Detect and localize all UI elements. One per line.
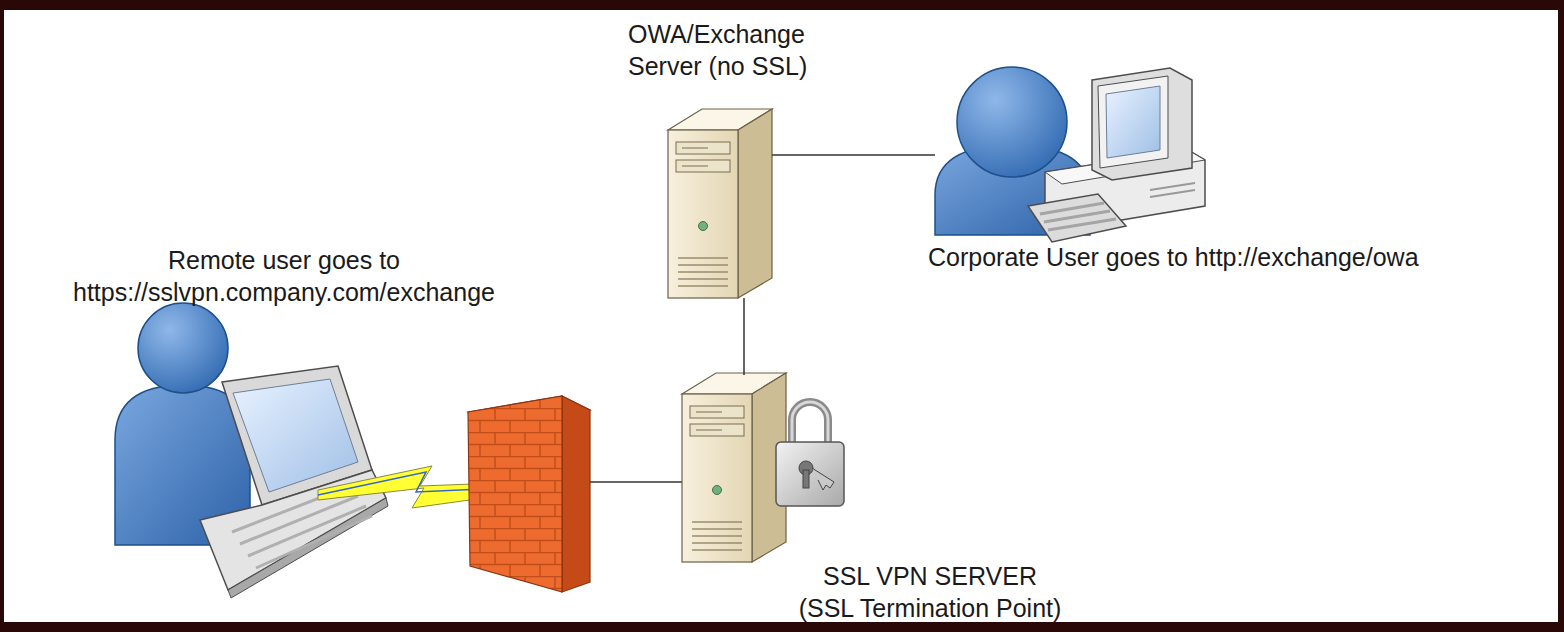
node-label: SSL VPN SERVER (SSL Termination Point) (795, 560, 1065, 624)
person-head (138, 303, 228, 393)
corporate-user: Corporate User goes to http://exchange/o… (935, 65, 1205, 202)
firewall (468, 396, 590, 592)
node-label: OWA/Exchange Server (no SSL) (628, 18, 828, 82)
vpn-server-node: SSL VPN SERVER (SSL Termination Point) (716, 375, 800, 560)
node-label: Remote user goes to https://sslvpn.compa… (6, 244, 562, 308)
network-link (772, 154, 935, 156)
server-node: OWA/Exchange Server (no SSL) (668, 108, 772, 298)
server-icon (682, 373, 786, 562)
network-wire (590, 481, 682, 483)
server-icon (668, 109, 772, 298)
padlock (776, 402, 844, 506)
person-head (957, 67, 1067, 177)
remote-user: Remote user goes to https://sslvpn.compa… (110, 300, 380, 590)
desktop-computer (1028, 68, 1205, 242)
network-link (743, 298, 745, 375)
node-label: Corporate User goes to http://exchange/o… (928, 241, 1419, 273)
